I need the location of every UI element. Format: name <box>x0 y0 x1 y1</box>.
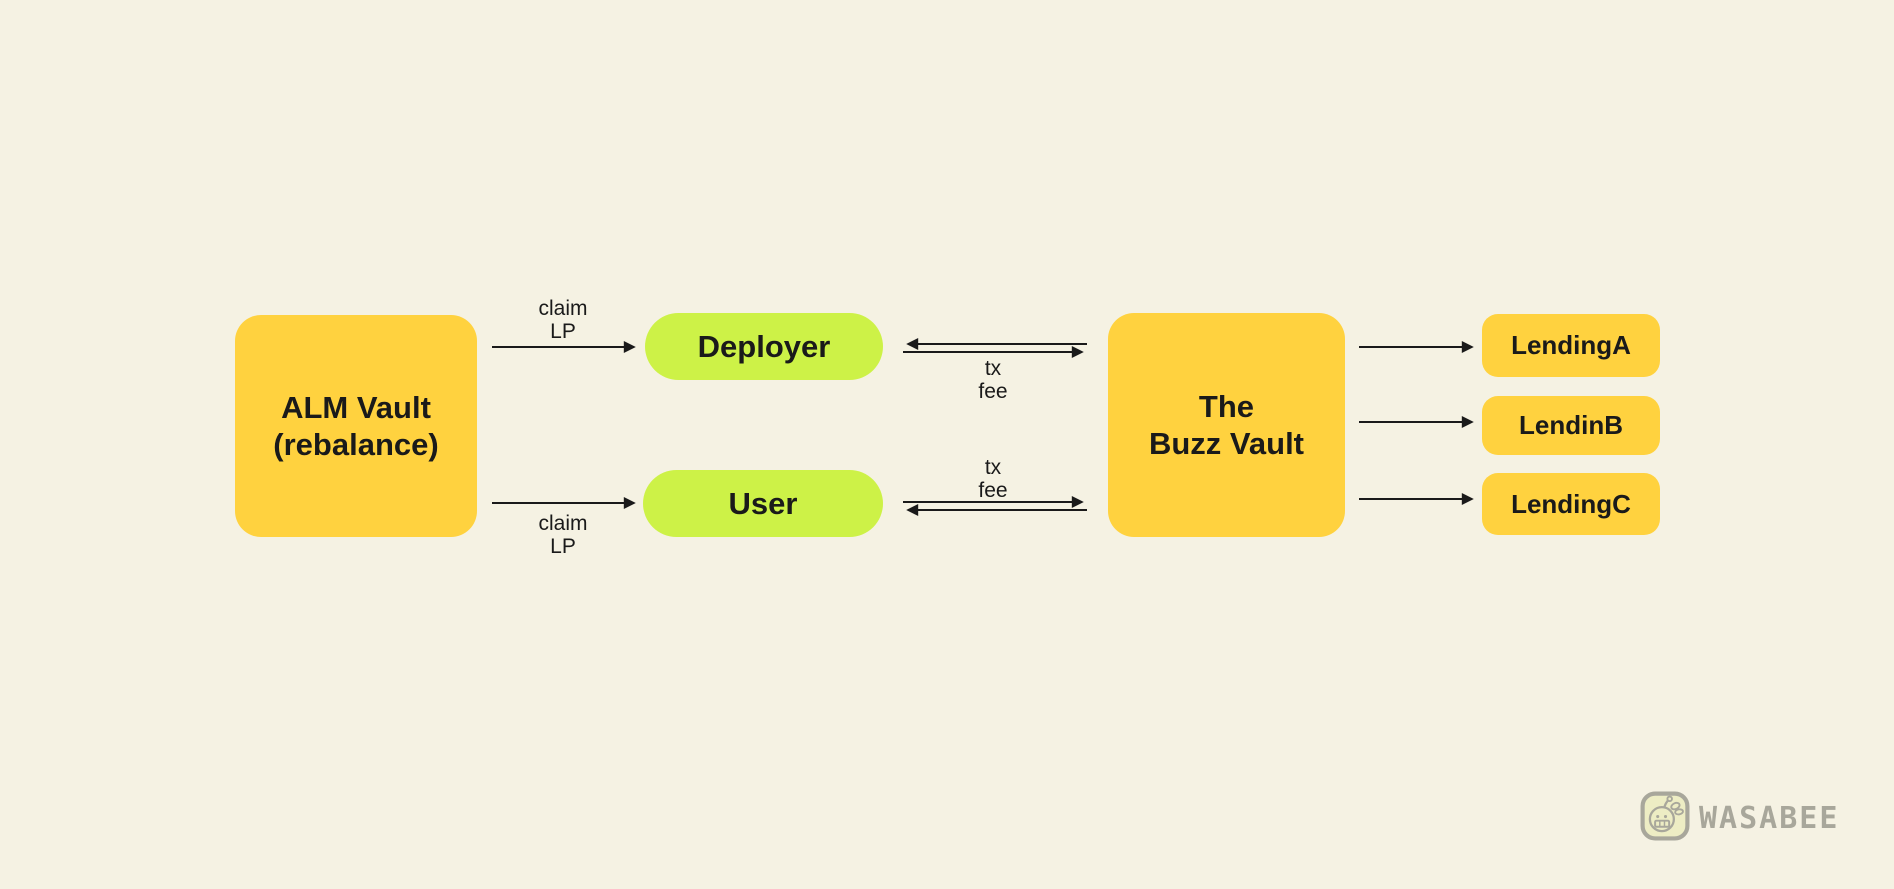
edge-label-claim-lp-bottom: claim LP <box>538 512 588 558</box>
edge-label-tx-fee-top: tx fee <box>978 357 1008 403</box>
edge-label-claim-lp-top: claim LP <box>538 297 588 343</box>
node-alm-vault: ALM Vault (rebalance) <box>235 315 477 537</box>
node-lending-a: LendingA <box>1482 314 1660 377</box>
bee-icon <box>1640 791 1690 846</box>
edge-label-tx-fee-bottom: tx fee <box>978 456 1008 502</box>
wasabee-logo: WASABEE <box>1640 791 1839 846</box>
node-user: User <box>643 470 883 537</box>
wasabee-logo-text: WASABEE <box>1699 801 1840 836</box>
node-deployer: Deployer <box>645 313 883 380</box>
node-lending-b: LendinB <box>1482 396 1660 455</box>
node-lending-c: LendingC <box>1482 473 1660 535</box>
node-buzz-vault: The Buzz Vault <box>1108 313 1345 537</box>
